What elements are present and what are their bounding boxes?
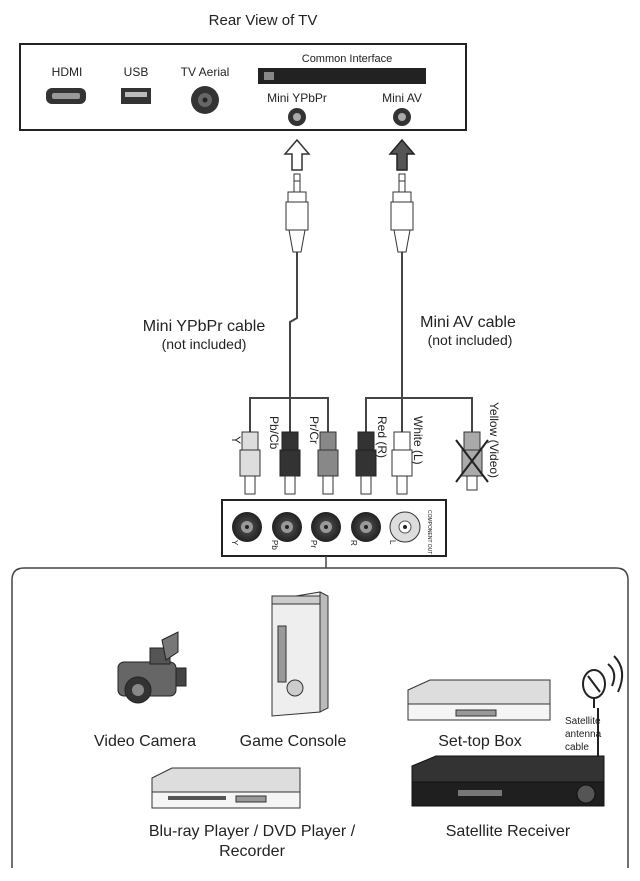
set-top-box-icon bbox=[407, 679, 551, 721]
jack-label-pr: Pr bbox=[309, 540, 318, 548]
tv-aerial-label: TV Aerial bbox=[181, 65, 230, 79]
video-camera-label: Video Camera bbox=[94, 733, 196, 750]
ypbpr-cable-label: Mini YPbPr cable bbox=[143, 318, 266, 335]
plug-pb bbox=[279, 431, 301, 495]
jack-r bbox=[351, 512, 381, 542]
satellite-receiver-label: Satellite Receiver bbox=[446, 823, 571, 840]
plug-label-white: White (L) bbox=[411, 416, 425, 465]
jack-label-pb: Pb bbox=[270, 540, 279, 550]
jack-pb bbox=[272, 512, 302, 542]
plug-label-pb: Pb/Cb bbox=[267, 416, 281, 450]
jack-l bbox=[389, 511, 421, 543]
av-cable-label: Mini AV cable bbox=[420, 314, 516, 331]
tv-rear-panel: HDMI USB TV Aerial Common Interface Mini… bbox=[19, 43, 467, 131]
ypbpr-cable-note: (not included) bbox=[162, 336, 247, 352]
av-arrow-icon bbox=[388, 138, 416, 171]
ypbpr-cable bbox=[249, 252, 329, 432]
satellite-cable-label-3: cable bbox=[565, 742, 589, 753]
ypbpr-mini-plug bbox=[285, 173, 309, 253]
component-out-label: COMPONENT OUT bbox=[426, 510, 432, 554]
bluray-label-line2: Recorder bbox=[219, 843, 285, 860]
satellite-dish-icon bbox=[582, 655, 624, 708]
common-interface-slot bbox=[258, 68, 426, 84]
plug-y bbox=[239, 431, 261, 495]
device-group-bracket bbox=[11, 567, 629, 868]
plug-white bbox=[391, 431, 413, 495]
jack-label-l: L bbox=[388, 540, 397, 545]
mini-av-port bbox=[393, 108, 411, 126]
set-top-box-label: Set-top Box bbox=[438, 733, 522, 750]
plug-red bbox=[355, 431, 377, 495]
plug-label-yellow: Yellow (Video) bbox=[487, 402, 501, 478]
mini-av-label: Mini AV bbox=[382, 91, 422, 105]
plug-label-y: Y bbox=[229, 436, 243, 444]
mini-ypbpr-label: Mini YPbPr bbox=[267, 91, 327, 105]
tv-aerial-port bbox=[191, 86, 219, 114]
video-camera-icon bbox=[117, 631, 187, 704]
av-mini-plug bbox=[390, 173, 414, 253]
satellite-receiver-icon bbox=[411, 755, 605, 807]
device-jack-panel: Y Pb Pr R L COMPONENT OUT bbox=[221, 499, 447, 557]
av-cable-note: (not included) bbox=[428, 332, 513, 348]
ypbpr-arrow-icon bbox=[283, 138, 311, 171]
satellite-cable-label-2: antenna bbox=[565, 729, 602, 740]
common-interface-label: Common Interface bbox=[302, 53, 392, 65]
plug-pr bbox=[317, 431, 339, 495]
plug-yellow-unused bbox=[455, 431, 489, 491]
hdmi-label: HDMI bbox=[52, 65, 83, 79]
jack-label-r: R bbox=[349, 540, 358, 546]
usb-label: USB bbox=[124, 65, 149, 79]
game-console-icon bbox=[271, 591, 329, 717]
av-cable bbox=[365, 252, 473, 432]
hdmi-port bbox=[46, 88, 86, 104]
diagram-title: Rear View of TV bbox=[209, 12, 318, 29]
game-console-label: Game Console bbox=[240, 733, 347, 750]
satellite-cable-label-1: Satellite bbox=[565, 716, 601, 727]
mini-ypbpr-port bbox=[288, 108, 306, 126]
jack-y bbox=[232, 512, 262, 542]
plug-label-red: Red (R) bbox=[375, 416, 389, 458]
jack-label-y: Y bbox=[230, 540, 239, 546]
plug-label-pr: Pr/Cr bbox=[307, 416, 321, 444]
bluray-player-icon bbox=[151, 767, 301, 809]
jack-pr bbox=[311, 512, 341, 542]
usb-port bbox=[121, 88, 151, 104]
bluray-label-line1: Blu-ray Player / DVD Player / bbox=[149, 823, 356, 840]
